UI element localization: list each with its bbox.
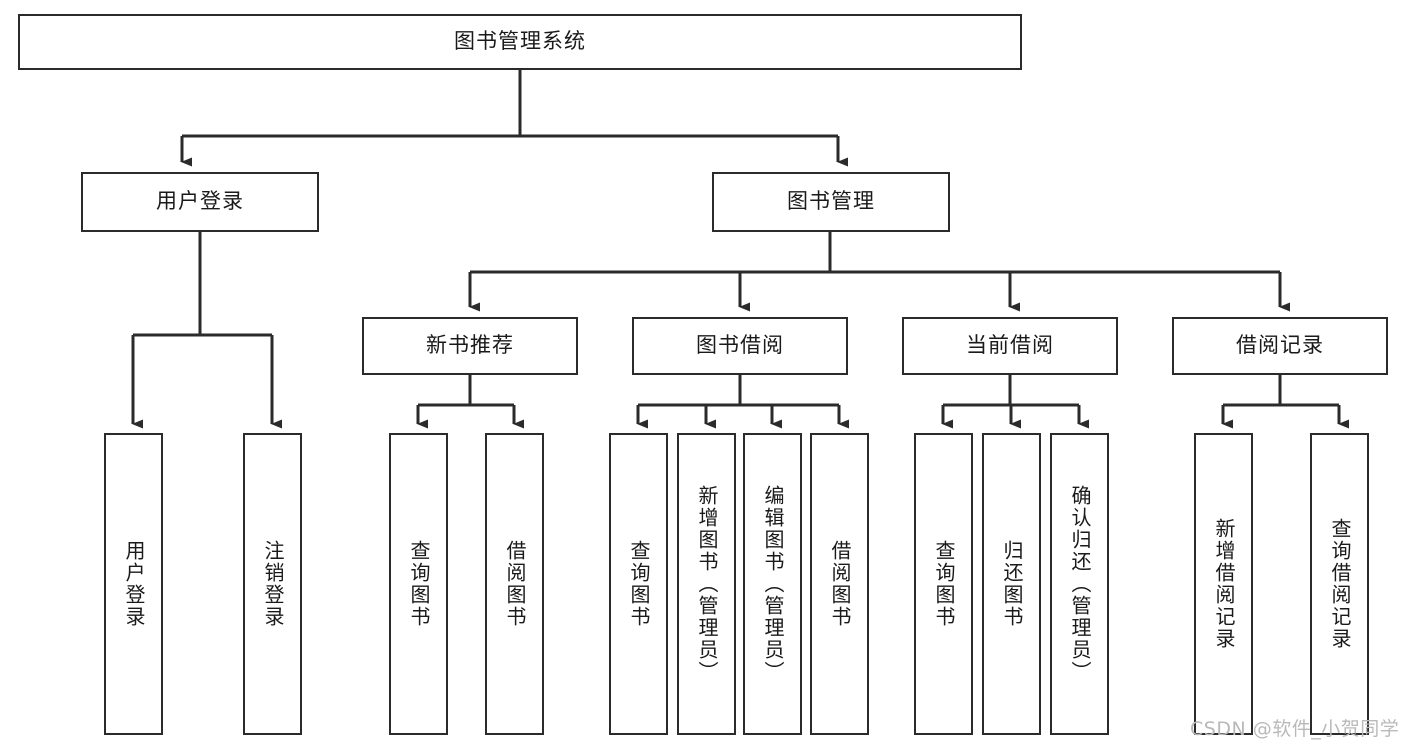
node-label: 查询图书	[407, 540, 431, 628]
node-label: 借阅图书	[828, 540, 852, 628]
node-label: 查询借阅记录	[1328, 518, 1352, 650]
leaf-borrow-book-recommend[interactable]: 借阅图书	[485, 433, 544, 735]
node-user-login[interactable]: 用户登录	[81, 172, 319, 232]
leaf-add-book-admin[interactable]: 新增图书（管理员）	[677, 433, 736, 735]
leaf-user-login[interactable]: 用户登录	[104, 433, 163, 735]
node-root-book-management-system[interactable]: 图书管理系统	[18, 14, 1022, 70]
node-book-borrow[interactable]: 图书借阅	[632, 317, 848, 375]
csdn-watermark: CSDN @软件_小贺同学	[1190, 718, 1400, 740]
node-label: 借阅图书	[503, 540, 527, 628]
node-label: 注销登录	[261, 540, 285, 628]
node-label: 借阅记录	[1236, 333, 1324, 358]
leaf-edit-book-admin[interactable]: 编辑图书（管理员）	[743, 433, 802, 735]
node-label: 用户登录	[156, 189, 244, 214]
node-label: 用户登录	[122, 540, 146, 628]
node-label: 图书管理	[787, 189, 875, 214]
leaf-add-borrow-record[interactable]: 新增借阅记录	[1194, 433, 1253, 735]
node-borrow-record[interactable]: 借阅记录	[1172, 317, 1388, 375]
leaf-borrow-book[interactable]: 借阅图书	[810, 433, 869, 735]
node-label: 图书管理系统	[454, 29, 586, 54]
node-label: 归还图书	[1000, 540, 1024, 628]
node-new-book-recommend[interactable]: 新书推荐	[362, 317, 578, 375]
leaf-logout[interactable]: 注销登录	[243, 433, 302, 735]
node-label: 新书推荐	[426, 333, 514, 358]
node-label: 图书借阅	[696, 333, 784, 358]
node-label: 编辑图书（管理员）	[761, 485, 785, 683]
node-book-management[interactable]: 图书管理	[712, 172, 950, 232]
leaf-query-book-borrow[interactable]: 查询图书	[609, 433, 668, 735]
leaf-query-book-current[interactable]: 查询图书	[914, 433, 973, 735]
node-label: 新增图书（管理员）	[695, 485, 719, 683]
node-label: 查询图书	[627, 540, 651, 628]
node-label: 当前借阅	[966, 333, 1054, 358]
node-label: 新增借阅记录	[1212, 518, 1236, 650]
node-label: 确认归还（管理员）	[1068, 485, 1092, 683]
leaf-confirm-return-admin[interactable]: 确认归还（管理员）	[1050, 433, 1109, 735]
leaf-query-borrow-record[interactable]: 查询借阅记录	[1310, 433, 1369, 735]
node-label: 查询图书	[932, 540, 956, 628]
leaf-query-book-recommend[interactable]: 查询图书	[389, 433, 448, 735]
node-current-borrow[interactable]: 当前借阅	[902, 317, 1118, 375]
leaf-return-book[interactable]: 归还图书	[982, 433, 1041, 735]
